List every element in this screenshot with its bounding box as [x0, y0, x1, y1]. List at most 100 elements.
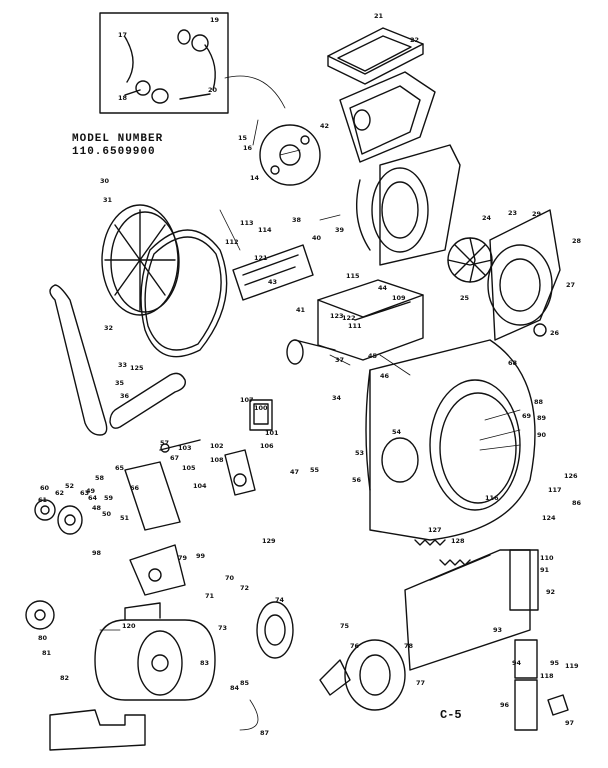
- callout-73: 73: [218, 624, 227, 632]
- sheet-label: C-5: [440, 708, 462, 722]
- callout-18: 18: [118, 94, 128, 102]
- callout-55: 55: [310, 466, 320, 474]
- callout-21: 21: [374, 12, 384, 20]
- callout-111: 111: [348, 322, 362, 330]
- callout-67: 67: [170, 454, 179, 462]
- callout-65: 65: [115, 464, 125, 472]
- small-belt: [109, 372, 186, 429]
- callout-15: 15: [238, 134, 248, 142]
- callout-129: 129: [262, 537, 276, 545]
- cover-plate: [259, 124, 321, 186]
- callout-92: 92: [546, 588, 555, 596]
- callout-44: 44: [378, 284, 388, 292]
- callout-23: 23: [508, 209, 517, 217]
- callout-16: 16: [243, 144, 253, 152]
- callout-126: 126: [564, 472, 578, 480]
- callout-90: 90: [537, 431, 547, 439]
- callout-37: 37: [335, 356, 344, 364]
- callout-52: 52: [65, 482, 74, 490]
- callout-17: 17: [118, 31, 127, 39]
- callout-45: 45: [368, 352, 378, 360]
- callout-120: 120: [122, 622, 136, 630]
- front-panel: [404, 549, 569, 731]
- heater-duct: [317, 279, 424, 361]
- callout-72: 72: [240, 584, 249, 592]
- callout-47: 47: [290, 468, 299, 476]
- callout-96: 96: [500, 701, 510, 709]
- callout-74: 74: [275, 596, 285, 604]
- callout-53: 53: [355, 449, 364, 457]
- callout-71: 71: [205, 592, 215, 600]
- motor-mount-plate: [25, 600, 146, 751]
- callout-19: 19: [210, 16, 220, 24]
- drive-belt: [140, 229, 228, 358]
- lint-filter-housing: [327, 27, 436, 163]
- callout-51: 51: [120, 514, 130, 522]
- callout-63: 63: [80, 489, 89, 497]
- callout-78: 78: [404, 642, 414, 650]
- callout-95: 95: [550, 659, 560, 667]
- callout-99: 99: [196, 552, 206, 560]
- callout-98: 98: [92, 549, 102, 557]
- callout-30: 30: [100, 177, 110, 185]
- callout-100: 100: [254, 404, 268, 412]
- callout-115: 115: [346, 272, 360, 280]
- seal-kit-inset: [99, 12, 229, 114]
- callout-123: 123: [330, 312, 344, 320]
- callout-81: 81: [42, 649, 52, 657]
- callout-89: 89: [537, 414, 547, 422]
- callout-54: 54: [392, 428, 402, 436]
- callout-79: 79: [178, 554, 188, 562]
- motor-pulley-parts: [34, 461, 181, 535]
- callout-104: 104: [193, 482, 207, 490]
- callout-24: 24: [482, 214, 492, 222]
- callout-85: 85: [240, 679, 250, 687]
- callout-82: 82: [60, 674, 69, 682]
- callout-57: 57: [160, 439, 169, 447]
- blower-wheel-front: [256, 601, 406, 711]
- callout-27: 27: [566, 281, 575, 289]
- callout-29: 29: [532, 210, 542, 218]
- callout-22: 22: [410, 36, 419, 44]
- callout-93: 93: [493, 626, 502, 634]
- callout-14: 14: [250, 174, 260, 182]
- drum-pulley-wheel: [101, 204, 180, 316]
- callout-66: 66: [130, 484, 140, 492]
- model-number-label: MODEL NUMBER: [72, 133, 164, 145]
- callout-64: 64: [88, 494, 98, 502]
- callout-128: 128: [451, 537, 465, 545]
- callout-121: 121: [254, 254, 268, 262]
- callout-42: 42: [320, 122, 329, 130]
- callout-77: 77: [416, 679, 425, 687]
- callout-68: 68: [508, 359, 518, 367]
- callout-102: 102: [210, 442, 224, 450]
- callout-33: 33: [118, 361, 127, 369]
- callout-numbers: 1415161718192021222324252627282930313233…: [38, 12, 582, 737]
- control-components: [159, 399, 273, 496]
- callout-127: 127: [428, 526, 442, 534]
- callout-110: 110: [540, 554, 554, 562]
- callout-105: 105: [182, 464, 196, 472]
- callout-59: 59: [104, 494, 114, 502]
- callout-118: 118: [540, 672, 554, 680]
- callout-39: 39: [335, 226, 345, 234]
- callout-32: 32: [104, 324, 113, 332]
- callout-125: 125: [130, 364, 144, 372]
- callout-69: 69: [522, 412, 532, 420]
- callout-76: 76: [350, 642, 360, 650]
- callout-108: 108: [210, 456, 224, 464]
- callout-61: 61: [38, 496, 48, 504]
- callout-43: 43: [268, 278, 277, 286]
- callout-116: 116: [485, 494, 499, 502]
- callout-124: 124: [542, 514, 556, 522]
- callout-38: 38: [292, 216, 302, 224]
- callout-88: 88: [534, 398, 544, 406]
- callout-83: 83: [200, 659, 209, 667]
- callout-50: 50: [102, 510, 112, 518]
- callout-36: 36: [120, 392, 130, 400]
- callout-107: 107: [240, 396, 254, 404]
- blower-housing: [355, 144, 461, 266]
- idler-arm: [129, 544, 186, 596]
